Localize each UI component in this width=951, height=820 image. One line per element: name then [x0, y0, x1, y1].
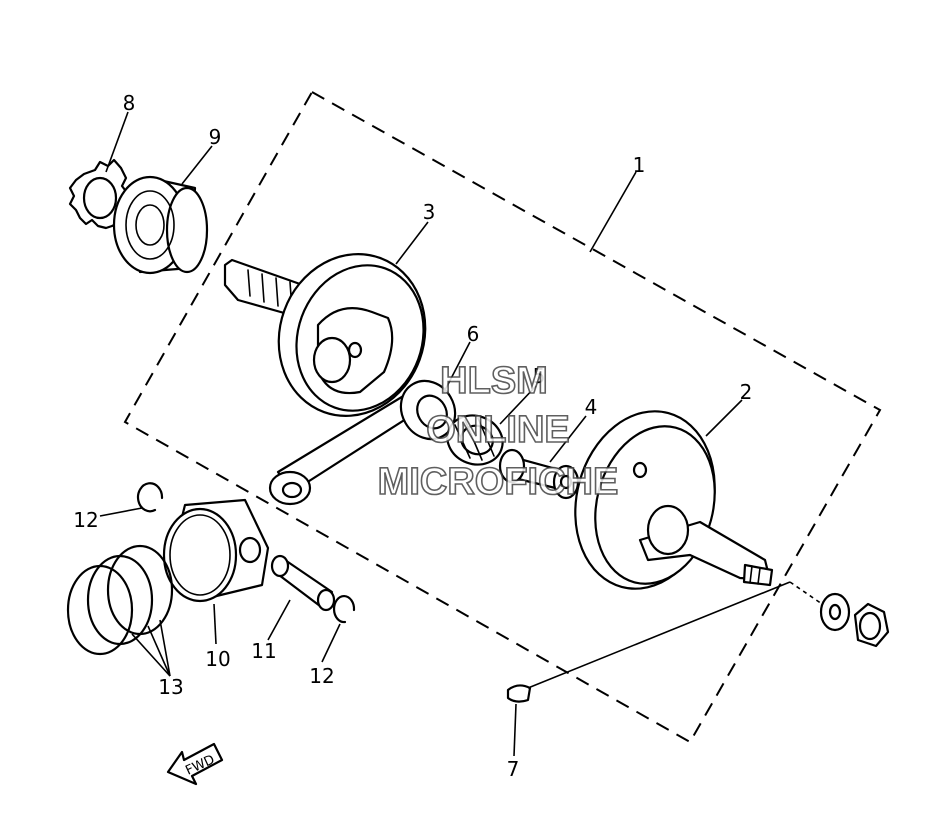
drive-gear — [68, 158, 130, 230]
watermark: HLSM ONLINE MICROFICHE — [377, 359, 619, 504]
axis-dash — [789, 581, 823, 605]
washer — [819, 592, 851, 632]
callout-5: 5 — [533, 364, 546, 388]
watermark-line-1: HLSM — [440, 360, 548, 402]
fwd-label: FWD — [183, 752, 217, 778]
leader-lines — [99, 111, 791, 757]
callout-10: 10 — [205, 647, 230, 671]
circlip-upper — [136, 482, 164, 513]
callout-12-left: 12 — [73, 508, 98, 532]
left-crank-half — [223, 253, 427, 417]
callout-1: 1 — [633, 153, 646, 177]
callout-3: 3 — [423, 200, 436, 224]
callout-2: 2 — [740, 380, 753, 404]
needle-bearing — [446, 414, 504, 466]
callout-7: 7 — [507, 757, 520, 781]
right-crank-half — [574, 410, 774, 590]
fwd-arrow-icon: FWD — [166, 742, 224, 786]
callout-12-right: 12 — [309, 664, 334, 688]
nut — [853, 602, 890, 648]
watermark-line-3: MICROFICHE — [378, 461, 619, 503]
bearing — [112, 175, 209, 275]
woodruff-key — [506, 684, 532, 703]
piston-pin — [270, 554, 336, 612]
callout-4: 4 — [585, 395, 598, 419]
callout-8: 8 — [123, 91, 136, 115]
callout-11: 11 — [251, 639, 276, 663]
connecting-rod — [268, 379, 457, 506]
circlip-lower — [332, 595, 356, 624]
callout-9: 9 — [209, 125, 222, 149]
piston-rings — [66, 544, 174, 656]
watermark-line-2: ONLINE — [426, 409, 570, 451]
callout-6: 6 — [467, 322, 480, 346]
piston — [162, 498, 270, 603]
callout-13: 13 — [158, 675, 183, 699]
crank-pin — [498, 448, 580, 500]
